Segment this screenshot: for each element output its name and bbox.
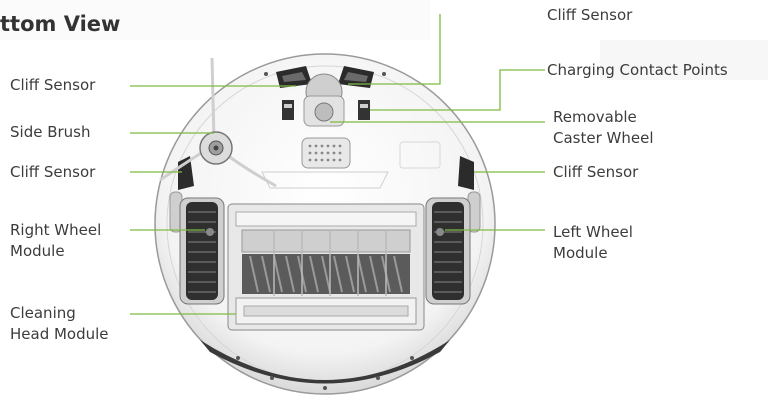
- background-panel-top: [0, 0, 430, 40]
- label-charging-contact-points: Charging Contact Points: [547, 61, 728, 79]
- cliff-sensor-right: [458, 156, 474, 190]
- side-brush: [159, 57, 277, 188]
- caster-wheel: [303, 73, 345, 127]
- background-panel-right: [600, 40, 768, 80]
- left-wheel-module: [425, 197, 471, 305]
- vent-grille: [261, 137, 441, 189]
- label-cliff-sensor-right: Cliff Sensor: [553, 163, 639, 181]
- label-left-wheel-module-line-1: Left Wheel: [553, 223, 633, 241]
- leader-cliff-sensor-top: [348, 14, 441, 85]
- cliff-sensor-top-left: [276, 66, 312, 88]
- label-right-wheel-module-line-2: Module: [10, 242, 65, 260]
- label-cliff-sensor-upper-left: Cliff Sensor: [10, 76, 96, 94]
- right-wheel-module: [179, 197, 225, 305]
- label-right-wheel-module-line-1: Right Wheel: [10, 221, 102, 239]
- label-removable-caster-wheel: Removable Caster Wheel: [553, 107, 654, 149]
- label-right-wheel-module: Right Wheel Module: [10, 220, 101, 262]
- charging-contact-points: [282, 100, 370, 120]
- leader-lines: [130, 14, 545, 315]
- label-cleaning-head-module-line-1: Cleaning: [10, 304, 76, 322]
- cleaning-head-module: [227, 203, 425, 331]
- label-removable-caster-wheel-line-2: Caster Wheel: [553, 129, 654, 147]
- cliff-sensor-top-right: [338, 66, 374, 88]
- label-side-brush: Side Brush: [10, 123, 91, 141]
- label-cliff-sensor-top: Cliff Sensor: [547, 6, 633, 24]
- label-left-wheel-module-line-2: Module: [553, 244, 608, 262]
- label-removable-caster-wheel-line-1: Removable: [553, 108, 637, 126]
- label-cleaning-head-module: Cleaning Head Module: [10, 303, 109, 345]
- label-cleaning-head-module-line-2: Head Module: [10, 325, 109, 343]
- page-title: ttom View: [0, 12, 121, 36]
- label-left-wheel-module: Left Wheel Module: [553, 222, 633, 264]
- leader-charging-contact-points: [370, 69, 545, 111]
- label-cliff-sensor-mid-left: Cliff Sensor: [10, 163, 96, 181]
